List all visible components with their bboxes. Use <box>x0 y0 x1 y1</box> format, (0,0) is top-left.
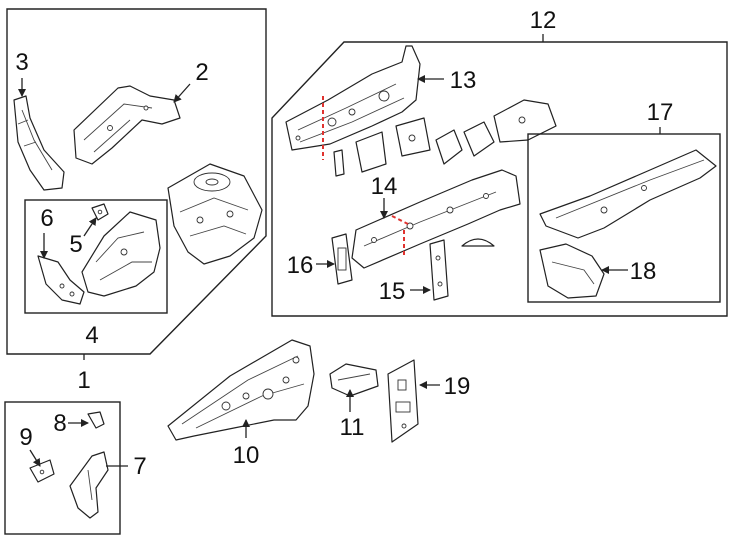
callout-6: 6 <box>40 205 53 232</box>
part-10 <box>167 339 315 441</box>
wheelhouse-inner <box>81 211 161 297</box>
callout-9: 9 <box>19 424 32 451</box>
callout-labels: 1 2 3 4 5 6 7 8 9 10 11 12 13 14 15 16 1… <box>15 7 673 480</box>
callout-12: 12 <box>530 7 557 34</box>
callout-11: 11 <box>340 414 365 441</box>
part-16 <box>331 233 353 285</box>
callout-10: 10 <box>233 442 260 469</box>
part-9 <box>29 459 55 483</box>
callout-17: 17 <box>647 99 674 126</box>
part-19 <box>387 359 419 443</box>
part-8 <box>87 411 105 429</box>
group-7-frame <box>4 401 121 535</box>
small-cap <box>461 238 495 247</box>
callout-16: 16 <box>287 252 314 279</box>
leader-lines <box>18 75 628 467</box>
callout-5: 5 <box>69 231 82 258</box>
part-17 <box>539 149 717 239</box>
part-15 <box>429 239 449 301</box>
part-13 <box>285 45 421 151</box>
part-3 <box>13 95 65 191</box>
part-2 <box>73 85 181 165</box>
callout-3: 3 <box>15 49 28 76</box>
part-7-bracket <box>69 451 109 519</box>
callout-15: 15 <box>379 278 406 305</box>
part-5 <box>91 203 109 221</box>
callout-1: 1 <box>77 367 90 394</box>
callout-8: 8 <box>53 410 66 437</box>
callout-2: 2 <box>195 59 208 86</box>
callout-7: 7 <box>133 453 146 480</box>
callout-14: 14 <box>371 173 398 200</box>
part-6 <box>37 255 85 305</box>
group-17-frame <box>527 127 721 303</box>
strut-tower <box>167 163 263 265</box>
group-1-frame <box>6 8 267 360</box>
small-parts-row <box>333 99 557 177</box>
group-12-frame <box>271 34 728 317</box>
part-14 <box>351 169 521 269</box>
cut-line-14a <box>391 215 409 225</box>
callout-18: 18 <box>630 258 657 285</box>
callout-13: 13 <box>450 67 477 94</box>
group-4-frame <box>24 199 168 314</box>
part-11 <box>329 363 379 397</box>
callout-19: 19 <box>444 373 471 400</box>
part-18 <box>539 243 605 299</box>
callout-4: 4 <box>85 322 98 349</box>
